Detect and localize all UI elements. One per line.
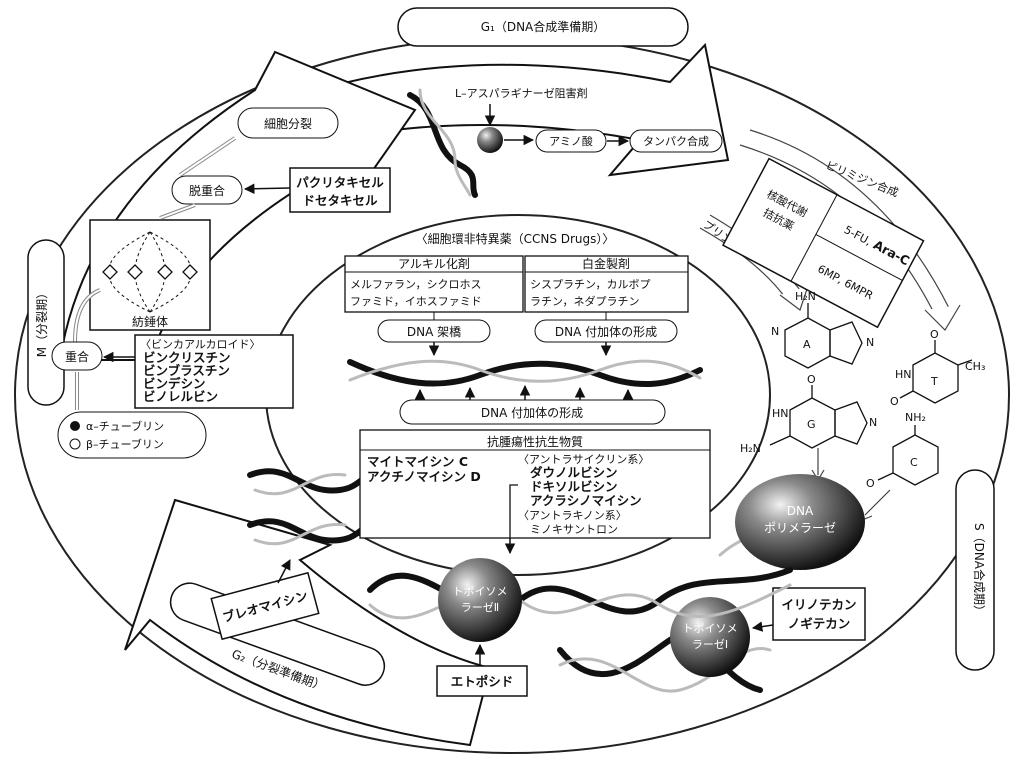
svg-text:メルファラン，シクロホス: メルファラン，シクロホス (350, 278, 481, 291)
svg-text:〈アントラサイクリン系〉: 〈アントラサイクリン系〉 (518, 453, 649, 466)
adenine-structure (784, 303, 863, 369)
cytosine-structure (877, 425, 939, 486)
platinum-agents-box: 白金製剤 シスプラチン，カルボプ ラチン，ネダプラチン (524, 255, 689, 313)
g1-sphere (477, 127, 503, 153)
svg-text:パクリタキセル: パクリタキセル (296, 175, 384, 190)
cycle-arrow-g1 (298, 42, 730, 177)
svg-text:O: O (930, 328, 939, 341)
dna-adduct-top-label: DNA 付加体の形成 (555, 325, 657, 339)
svg-text:ダウノルビシン: ダウノルビシン (530, 465, 618, 480)
etoposide-box: エトポシド (436, 665, 528, 697)
svg-text:ミノキサントロン: ミノキサントロン (530, 523, 618, 536)
svg-text:ファミド，イホスファミド: ファミド，イホスファミド (350, 295, 482, 308)
svg-text:β–チューブリン: β–チューブリン (86, 437, 164, 451)
svg-text:ラーゼⅡ: ラーゼⅡ (461, 601, 499, 614)
svg-text:ラチン，ネダプラチン: ラチン，ネダプラチン (530, 294, 639, 308)
topo1-inhibitors-box: イリノテカン ノギテカン (772, 587, 866, 641)
svg-text:S（DNA合成期）: S（DNA合成期） (972, 523, 987, 617)
depolymerization-label: 脱重合 (189, 183, 225, 198)
svg-text:〈ビンカアルカロイド〉: 〈ビンカアルカロイド〉 (140, 338, 261, 351)
phase-label-s: S（DNA合成期） (955, 469, 995, 671)
central-dna-helix (367, 567, 793, 620)
svg-text:マイトマイシン C: マイトマイシン C (367, 454, 468, 469)
bleomycin-box: ブレオマイシン (210, 571, 320, 641)
l-asparaginase-label: L–アスパラギナーゼ阻害剤 (455, 86, 588, 100)
ccns-dna-helix (347, 359, 703, 387)
spindle-box: 紡錘体 (89, 219, 211, 331)
guanine-structure (769, 385, 868, 449)
svg-text:ポリメラーゼ: ポリメラーゼ (764, 521, 836, 535)
phase-label-g1: G₁（DNA合成準備期） (397, 7, 689, 47)
cell-division-label: 細胞分裂 (264, 117, 312, 131)
svg-text:アルキル化剤: アルキル化剤 (398, 256, 470, 271)
topoisomerase-2-label: トポイソメ (453, 585, 508, 598)
svg-text:白金製剤: 白金製剤 (582, 256, 630, 271)
alkylating-agents-box: アルキル化剤 メルファラン，シクロホス ファミド，イホスファミド (344, 255, 524, 313)
cycle-arrow-g2 (124, 498, 492, 747)
svg-text:H₂N: H₂N (740, 442, 761, 455)
dna-crosslink-label: DNA 架橋 (407, 325, 461, 339)
svg-text:イリノテカン: イリノテカン (781, 597, 856, 612)
svg-text:N: N (869, 416, 877, 429)
spindle-label: 紡錘体 (132, 314, 168, 329)
svg-text:エトポシド: エトポシド (451, 674, 514, 689)
ccns-title: 〈細胞環非特異薬（CCNS Drugs）〉 (416, 231, 615, 246)
svg-text:HN: HN (772, 407, 789, 420)
svg-text:C: C (910, 456, 918, 469)
g2-dna-helices (247, 468, 368, 546)
tubulin-legend: α–チューブリン β–チューブリン (57, 411, 207, 459)
svg-text:ビノレルビン: ビノレルビン (143, 389, 218, 404)
dna-adduct-mid-label: DNA 付加体の形成 (481, 406, 583, 420)
svg-text:O: O (890, 395, 899, 408)
antimetabolite-box: 核酸代謝 拮抗薬 5-FU, Ara-C 6MP, 6MPR (721, 157, 925, 329)
svg-text:アクチノマイシン D: アクチノマイシン D (367, 469, 481, 484)
svg-text:ドセタキセル: ドセタキセル (302, 193, 378, 208)
antitumor-antibiotics-box: 抗腫瘍性抗生物質 マイトマイシン C アクチノマイシン D 〈アントラサイクリン… (359, 429, 711, 539)
svg-text:ドキソルビシン: ドキソルビシン (530, 479, 618, 494)
svg-text:ラーゼⅠ: ラーゼⅠ (692, 638, 728, 651)
topoisomerase-1-label: トポイソメ (683, 622, 738, 635)
dna-polymerase-sphere (735, 474, 865, 570)
svg-text:O: O (807, 373, 816, 386)
taxanes-box: パクリタキセル ドセタキセル (289, 167, 391, 213)
svg-text:CH₃: CH₃ (965, 360, 985, 373)
polymerization-label: 重合 (65, 349, 89, 364)
svg-text:ビンデシン: ビンデシン (143, 376, 206, 391)
svg-text:M（分裂期）: M（分裂期） (35, 287, 49, 357)
svg-text:抗腫瘍性抗生物質: 抗腫瘍性抗生物質 (487, 434, 583, 449)
svg-text:α–チューブリン: α–チューブリン (86, 419, 164, 433)
svg-text:アクラシノマイシン: アクラシノマイシン (530, 493, 642, 508)
svg-text:H₂N: H₂N (795, 290, 816, 303)
thymine-structure (899, 340, 973, 404)
svg-text:ノギテカン: ノギテカン (788, 616, 851, 631)
svg-text:T: T (930, 375, 938, 388)
svg-text:〈アントラキノン系〉: 〈アントラキノン系〉 (518, 509, 627, 522)
svg-text:A: A (803, 338, 811, 351)
svg-text:O: O (866, 477, 875, 490)
svg-text:シスプラチン，カルボプ: シスプラチン，カルボプ (530, 278, 650, 291)
svg-text:G: G (807, 418, 816, 431)
amino-acid-label: アミノ酸 (549, 134, 593, 148)
dna-polymerase-label: DNA (787, 504, 814, 518)
protein-synthesis-label: タンパク合成 (643, 134, 709, 148)
topoisomerase-2-sphere (438, 558, 522, 642)
svg-text:HN: HN (895, 368, 912, 381)
svg-text:N: N (771, 325, 779, 338)
vinca-alkaloid-box: 〈ビンカアルカロイド〉 ビンクリスチン ビンブラスチン ビンデシン ビノレルビン (134, 334, 294, 409)
svg-text:G₁（DNA合成準備期）: G₁（DNA合成準備期） (481, 19, 606, 34)
phase-label-m: M（分裂期） (27, 239, 65, 406)
svg-text:N: N (866, 336, 874, 349)
svg-text:NH₂: NH₂ (905, 411, 926, 424)
svg-text:ビンクリスチン: ビンクリスチン (143, 350, 231, 365)
g1-dna-helix (407, 88, 478, 198)
svg-text:ビンブラスチン: ビンブラスチン (143, 363, 230, 378)
